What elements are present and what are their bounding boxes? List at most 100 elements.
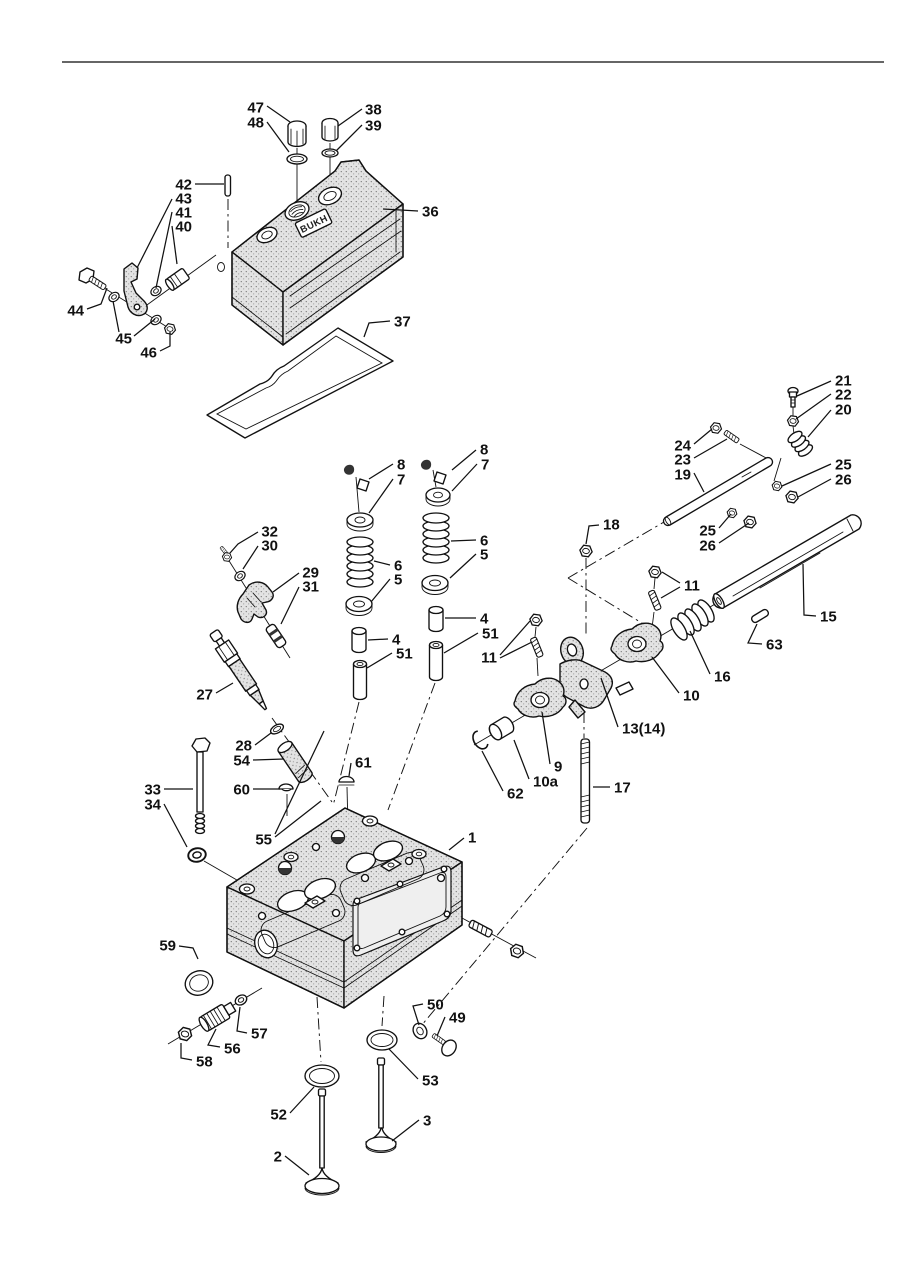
valve-train-column-b <box>420 459 451 682</box>
callout-label-18: 18 <box>603 517 620 534</box>
callout-6a: 6 <box>373 558 402 575</box>
callout-label-17: 17 <box>614 780 631 797</box>
bolt-44 <box>78 267 108 291</box>
side-stud-and-nut <box>467 918 527 960</box>
callout-label-15: 15 <box>820 609 837 626</box>
leader-7b <box>451 463 478 492</box>
top-face-features <box>238 815 446 949</box>
callout-label-48: 48 <box>247 115 264 132</box>
rocker-shaft-15 <box>712 514 862 610</box>
nut-22 <box>786 414 800 428</box>
leader-58 <box>180 1043 193 1061</box>
callout-23: 23 <box>674 438 728 469</box>
leader-45 <box>112 300 120 333</box>
leader-1 <box>448 837 465 851</box>
callout-label-42: 42 <box>175 177 192 194</box>
callout-label-1: 1 <box>468 830 476 847</box>
callout-label-24: 24 <box>674 438 691 455</box>
callout-label-28: 28 <box>235 738 252 755</box>
cover-gasket <box>206 327 394 439</box>
leader-11a <box>661 571 681 584</box>
leader-57 <box>236 1006 248 1034</box>
leader-9 <box>541 711 551 765</box>
callout-label-44: 44 <box>67 303 84 320</box>
leader-26b <box>718 522 750 544</box>
callout-label-46: 46 <box>140 345 157 362</box>
stud-32 <box>219 545 233 563</box>
callout-label-20: 20 <box>835 402 852 419</box>
leader-38 <box>337 108 363 127</box>
callout-label-60: 60 <box>233 782 250 799</box>
callout-label-50: 50 <box>427 997 444 1014</box>
leader-50 <box>412 1003 424 1026</box>
callout-24: 24 <box>674 428 713 455</box>
callout-11a: 11 <box>660 571 700 599</box>
callout-8a: 8 <box>368 457 405 480</box>
clamp-29 <box>236 581 274 624</box>
callout-label-61: 61 <box>355 755 372 772</box>
callout-60: 60 <box>233 782 280 799</box>
valve-seat-52 <box>304 1064 340 1088</box>
callout-label-56: 56 <box>224 1041 241 1058</box>
callout-4b: 4 <box>445 611 489 628</box>
injector-group <box>209 545 355 792</box>
callout-label-22: 22 <box>835 387 852 404</box>
callout-label-13: 13(14) <box>622 721 665 738</box>
spring-seat-5a <box>345 595 373 616</box>
leader-5b <box>449 553 477 579</box>
injector-27 <box>209 629 268 711</box>
sleeve-54 <box>277 740 313 784</box>
callouts: 4748383942434140364445463721222024231925… <box>67 100 852 1176</box>
callout-label-10a: 10a <box>533 774 559 791</box>
spring-retainer-7a <box>346 512 374 532</box>
callout-42: 42 <box>175 177 224 194</box>
cylinder-head <box>226 807 527 1009</box>
leader-6a <box>373 560 391 566</box>
callout-41: 41 <box>155 205 192 289</box>
leader-4a <box>367 638 389 641</box>
callout-label-39: 39 <box>365 118 382 135</box>
callout-label-53: 53 <box>422 1073 439 1090</box>
fitting-56 <box>198 1001 237 1032</box>
leader-19 <box>693 472 705 493</box>
leader-56 <box>207 1028 221 1048</box>
callout-44: 44 <box>67 287 108 320</box>
washer-57 <box>232 992 250 1008</box>
rod-and-adjusters <box>578 386 814 558</box>
callout-43: 43 <box>136 191 192 269</box>
callout-25a: 25 <box>781 457 852 487</box>
callout-label-19: 19 <box>674 467 691 484</box>
leader-32 <box>229 531 259 554</box>
stop-lever-parts <box>78 174 232 336</box>
callout-label-6b: 6 <box>480 533 488 550</box>
callout-label-38: 38 <box>365 102 382 119</box>
callout-label-4b: 4 <box>480 611 489 628</box>
leader-25a <box>781 463 832 487</box>
leader-41 <box>155 211 173 289</box>
side-cover-panel <box>352 865 452 957</box>
leader-5a <box>370 578 391 603</box>
callout-label-16: 16 <box>714 669 731 686</box>
callout-7a: 7 <box>368 472 405 514</box>
callout-label-23: 23 <box>674 452 691 469</box>
callout-label-25a: 25 <box>835 457 852 474</box>
callout-label-36: 36 <box>422 204 439 221</box>
nut-58 <box>176 1025 194 1043</box>
washer-34 <box>186 845 208 865</box>
callout-22: 22 <box>795 387 852 420</box>
filler-cap-47 <box>287 120 307 148</box>
spring-pin-23 <box>723 429 741 444</box>
callout-26b: 26 <box>699 522 750 555</box>
callout-56: 56 <box>207 1028 241 1058</box>
callout-label-25b: 25 <box>699 523 716 540</box>
breather-hole <box>317 186 343 206</box>
callout-61: 61 <box>348 755 372 777</box>
spring-20 <box>787 430 814 457</box>
leader-7a <box>368 478 394 514</box>
leader-23 <box>693 438 728 459</box>
nut-26b <box>742 514 758 530</box>
callout-label-4a: 4 <box>392 632 401 649</box>
leader-27 <box>215 682 234 694</box>
callout-37: 37 <box>363 314 411 338</box>
